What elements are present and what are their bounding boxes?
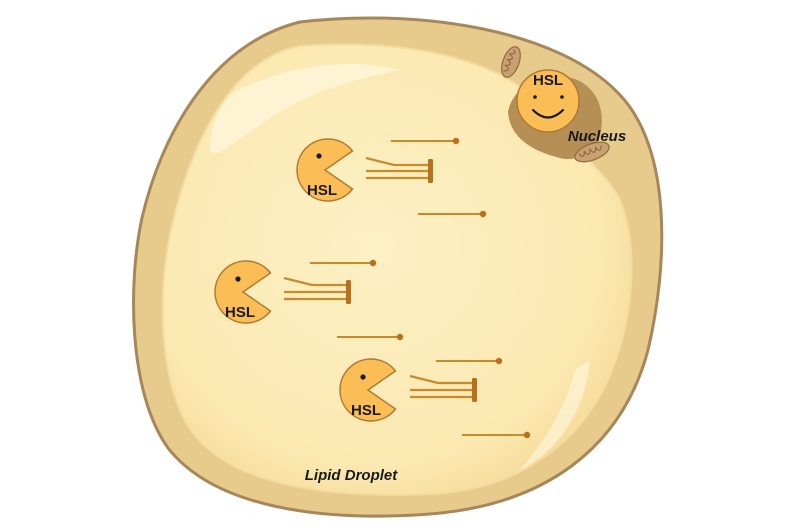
fatty-acid — [418, 210, 487, 218]
enzyme-label: HSL — [225, 304, 255, 321]
fatty-acid — [310, 259, 377, 267]
fatty-acid — [337, 333, 404, 341]
fatty-acid — [436, 357, 503, 365]
triglyceride-icon — [409, 374, 477, 402]
smiley-face-icon — [516, 69, 580, 133]
triglyceride-icon — [283, 276, 351, 304]
pacman-enzyme-icon — [214, 260, 272, 324]
droplet-highlight — [209, 64, 400, 154]
mitochondria-icon — [501, 46, 521, 78]
hsl-enzyme: HSL — [296, 138, 354, 202]
nucleus-label: Nucleus — [568, 128, 626, 145]
pacman-enzyme-icon — [339, 358, 397, 422]
triglyceride-icon — [365, 156, 433, 183]
hsl-enzyme: HSL — [214, 260, 272, 324]
enzyme-label: HSL — [307, 182, 337, 199]
hsl-enzyme: HSL — [339, 358, 397, 422]
nucleus-enzyme-label: HSL — [533, 72, 563, 89]
lipid-droplet-label: Lipid Droplet — [305, 467, 398, 484]
fatty-acid — [462, 431, 531, 439]
nucleus-hsl-enzyme: HSL — [516, 69, 580, 133]
droplet-highlight-bottom — [520, 360, 590, 470]
pacman-enzyme-icon — [296, 138, 354, 202]
fatty-acid — [391, 137, 460, 145]
enzyme-label: HSL — [351, 402, 381, 419]
mitochondria-icon — [574, 141, 610, 163]
